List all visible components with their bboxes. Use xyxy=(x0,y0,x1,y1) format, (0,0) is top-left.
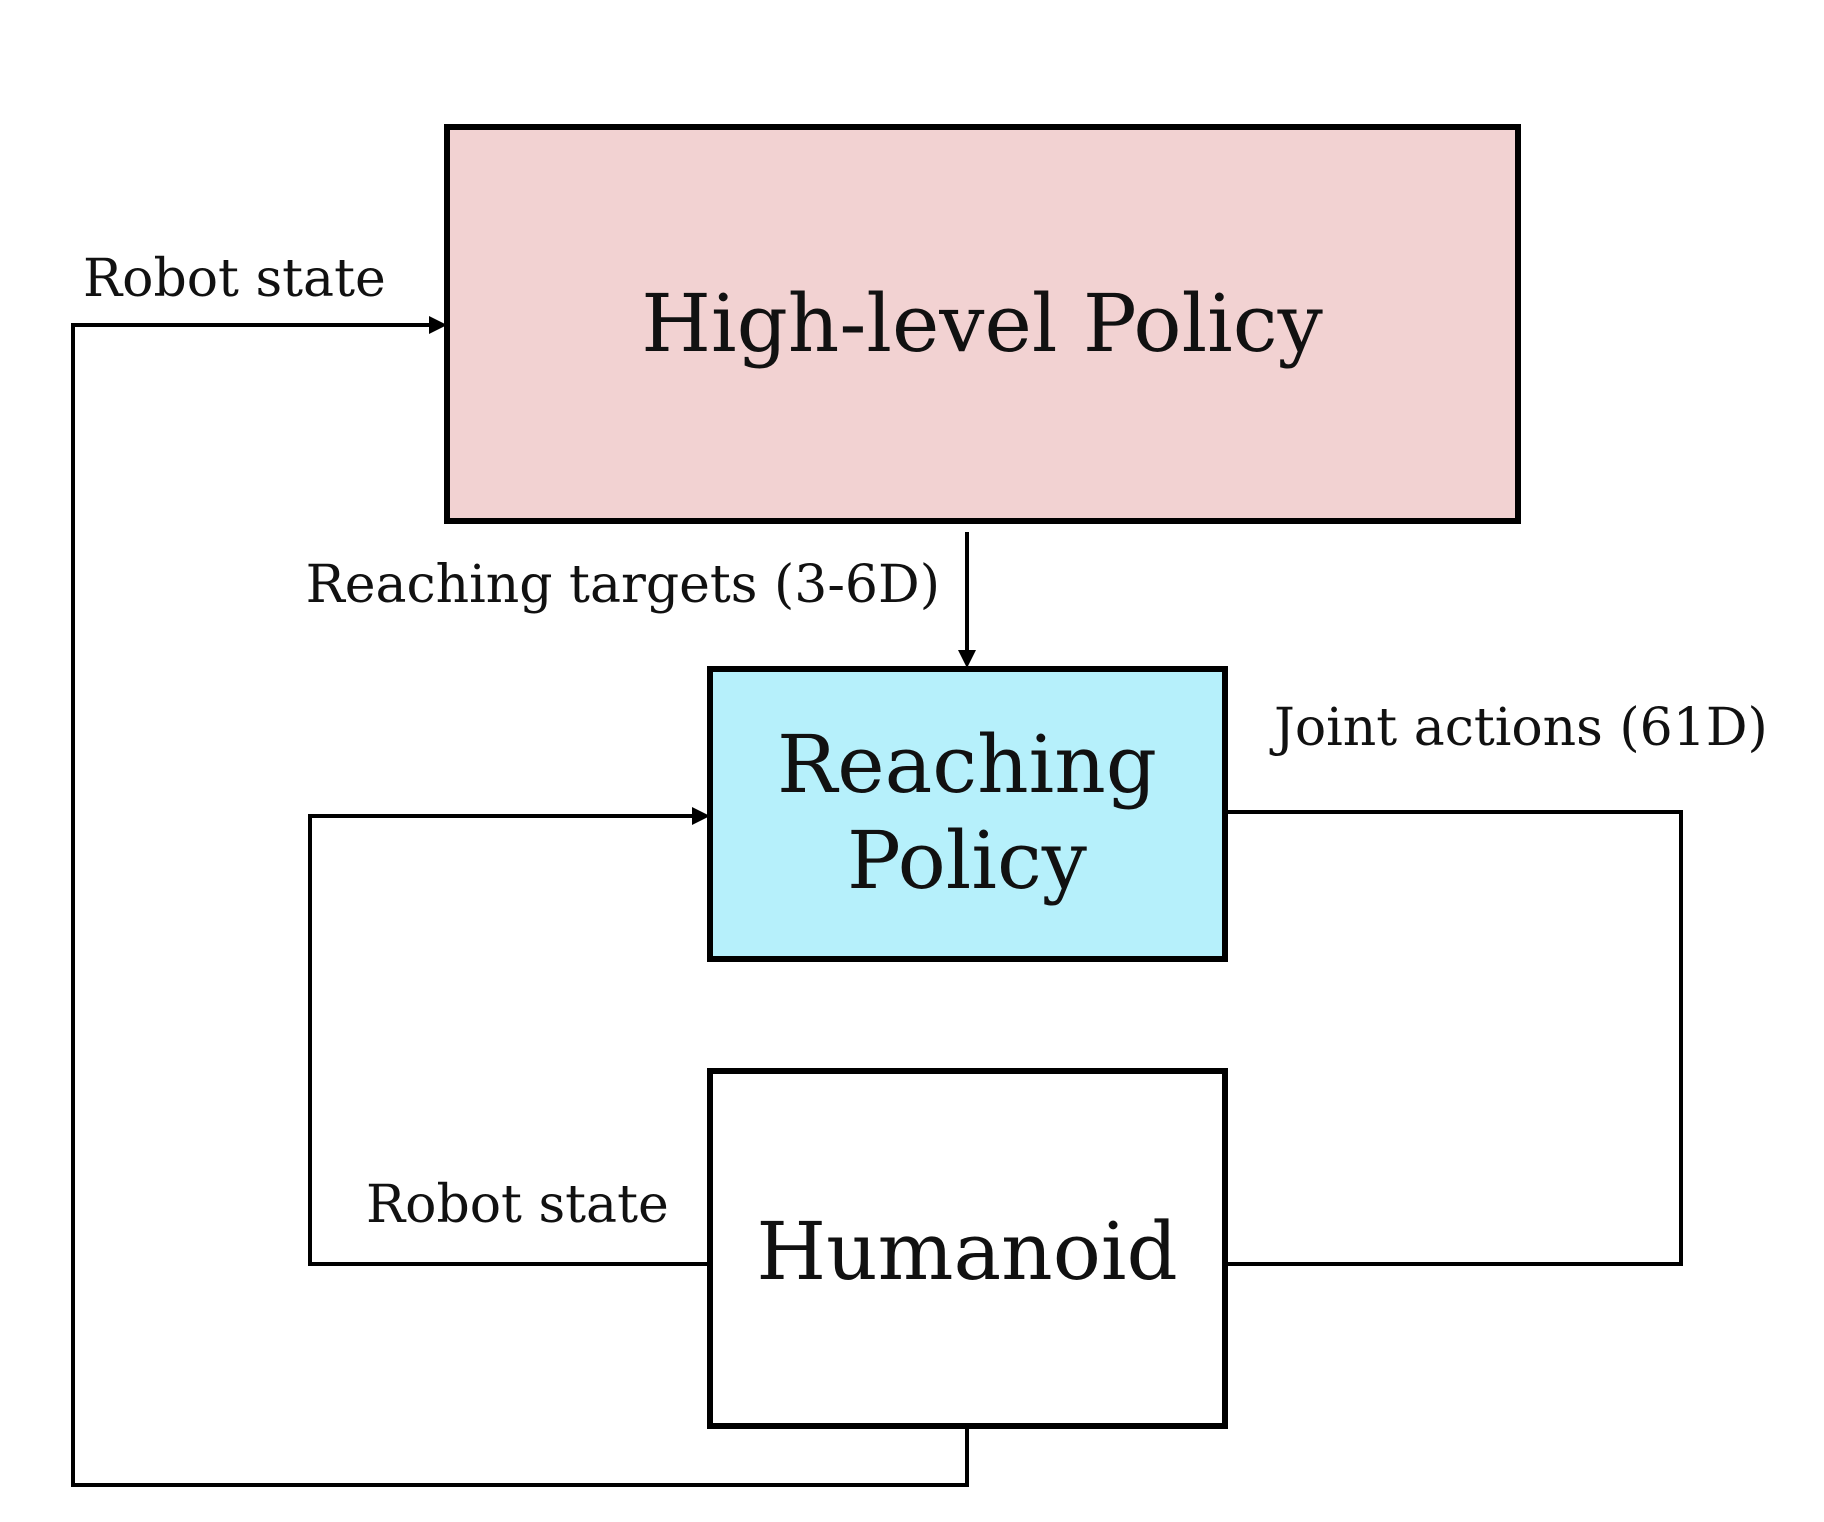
inner-robot-state-connector: Robot state xyxy=(308,807,710,1266)
outer-robot-state-label: Robot state xyxy=(83,249,386,309)
inner-robot-state-label: Robot state xyxy=(366,1175,669,1235)
reaching-targets-arrowhead xyxy=(958,650,976,668)
humanoid-box xyxy=(707,1068,1228,1429)
outer-robot-state-arrowhead xyxy=(429,316,447,334)
outer-robot-state-connector: Robot state xyxy=(71,249,969,1487)
reaching-targets-connector: Reaching targets (3-6D) xyxy=(306,532,976,668)
reaching-policy-block: Reaching Policy xyxy=(707,666,1228,962)
inner-robot-state-arrowhead xyxy=(692,807,710,825)
reaching-targets-label: Reaching targets (3-6D) xyxy=(306,555,940,615)
reaching-policy-label-line1: Reaching xyxy=(777,718,1157,811)
joint-actions-label: Joint actions (61D) xyxy=(1269,698,1768,758)
high-level-policy-box xyxy=(444,124,1521,524)
reaching-policy-box xyxy=(707,666,1228,962)
inner-robot-state-line xyxy=(308,814,710,1266)
humanoid-label: Humanoid xyxy=(756,1205,1177,1298)
joint-actions-line xyxy=(1225,810,1683,1266)
joint-actions-connector: Joint actions (61D) xyxy=(1225,698,1768,1266)
humanoid-block: Humanoid xyxy=(707,1068,1228,1429)
outer-robot-state-line xyxy=(71,323,969,1487)
reaching-policy-label-line2: Policy xyxy=(847,814,1087,907)
high-level-policy-block: High-level Policy xyxy=(444,124,1521,524)
high-level-policy-label: High-level Policy xyxy=(641,277,1323,370)
